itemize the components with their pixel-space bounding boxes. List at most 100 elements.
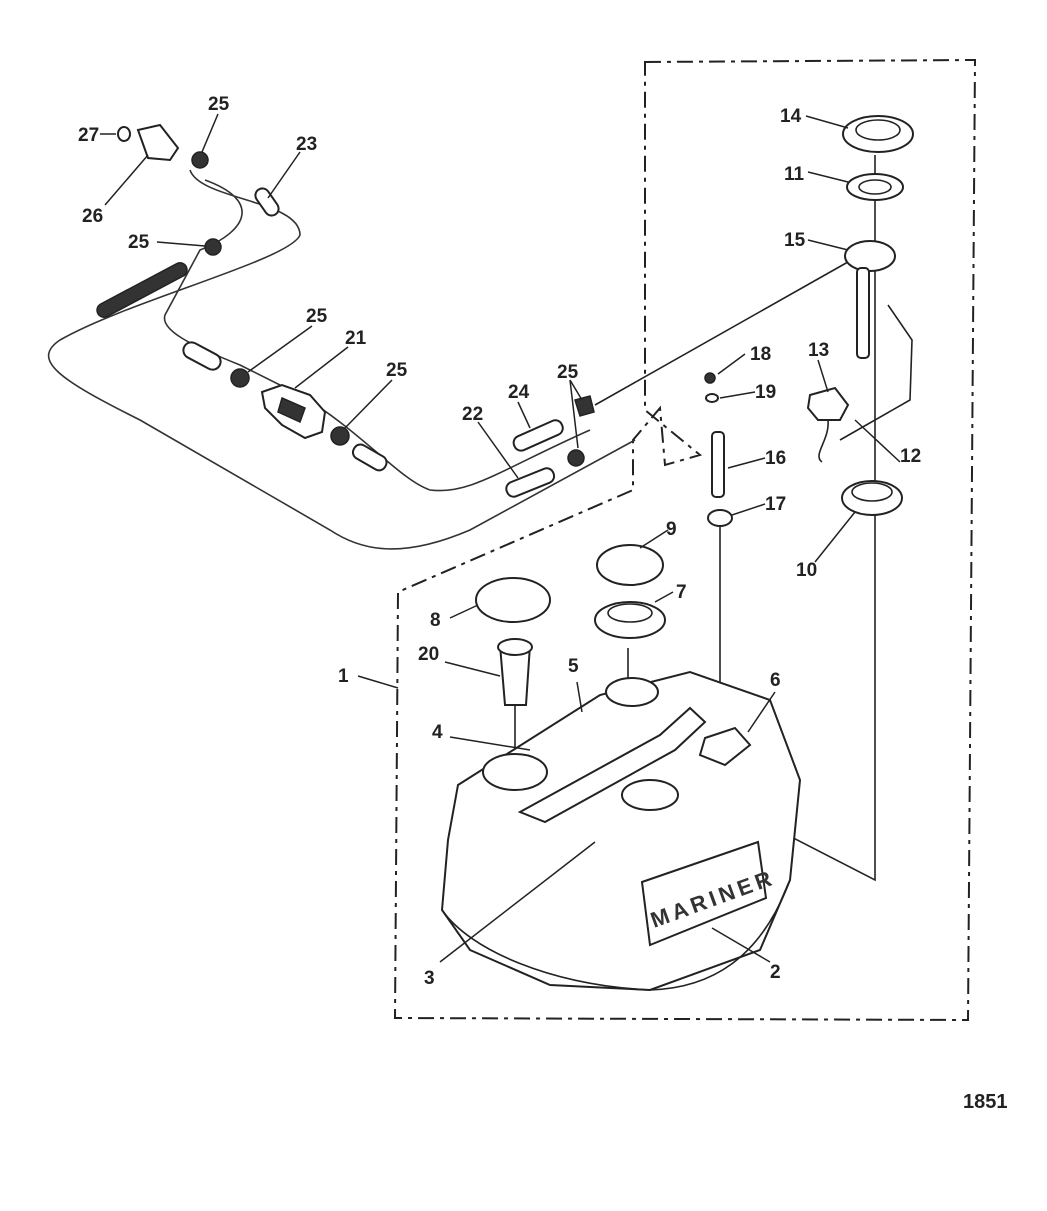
figure-number: 1851 — [963, 1091, 1008, 1113]
gauge-rod-16 — [711, 431, 725, 498]
leader-25-top — [201, 113, 219, 153]
callout-25-lower: 25 — [386, 360, 408, 381]
hose-segment-22 — [505, 467, 556, 498]
callout-19: 19 — [755, 382, 776, 403]
leader-13 — [817, 359, 829, 393]
callout-6: 6 — [770, 670, 781, 691]
pickup-assembly-15 — [844, 240, 896, 272]
leader-25-right — [569, 379, 583, 449]
callout-27: 27 — [78, 125, 99, 146]
tank-base-edge — [441, 879, 791, 991]
fuel-line-outer — [47, 169, 636, 550]
callout-8: 8 — [430, 610, 441, 631]
tank-opening-pickup — [621, 779, 679, 811]
filter-20-rim — [497, 638, 533, 656]
hose-segment-a — [96, 262, 188, 318]
callout-14: 14 — [780, 106, 802, 127]
connector-26 — [136, 123, 180, 162]
adapter-7 — [594, 601, 666, 639]
leader-10 — [814, 511, 856, 563]
leader-6 — [747, 691, 776, 733]
leader-5 — [576, 681, 583, 713]
callout-12: 12 — [900, 446, 921, 467]
clamp-25-middle — [230, 368, 250, 388]
primer-bulb-band — [277, 396, 306, 424]
callout-20: 20 — [418, 644, 439, 665]
leader-25-upper — [156, 241, 206, 247]
callout-24: 24 — [508, 382, 530, 403]
callout-22: 22 — [462, 404, 483, 425]
callout-25-right: 25 — [557, 362, 579, 383]
callout-25-top: 25 — [208, 94, 230, 115]
gasket-17 — [707, 509, 733, 527]
leader-1 — [357, 675, 399, 689]
float-13 — [806, 386, 850, 421]
float-arm — [818, 419, 829, 463]
callout-21: 21 — [345, 328, 367, 349]
pickup-tube-15 — [856, 267, 870, 359]
callout-17: 17 — [765, 494, 786, 515]
tank-opening-vent — [605, 677, 659, 707]
callout-11: 11 — [784, 164, 805, 185]
clamp-25-top — [191, 151, 209, 169]
tank-opening-filler — [482, 753, 548, 791]
gauge-plate-6 — [698, 726, 752, 767]
leader-9 — [639, 529, 669, 549]
guide-line-float — [839, 304, 913, 441]
pickup-line — [594, 257, 856, 406]
leader-16 — [727, 457, 766, 469]
clamp-25-right-b — [567, 449, 585, 467]
callout-7: 7 — [676, 582, 687, 603]
leader-8 — [449, 604, 479, 619]
ring-nut-10 — [841, 480, 903, 516]
callout-13: 13 — [808, 340, 829, 361]
leader-24 — [517, 401, 531, 429]
leader-20 — [444, 661, 501, 677]
leader-23 — [267, 151, 301, 199]
leader-12 — [854, 419, 901, 463]
o-ring-27 — [117, 126, 131, 142]
leader-25-middle — [247, 325, 313, 373]
callout-1: 1 — [338, 666, 349, 687]
leader-4 — [449, 736, 531, 751]
leader-2 — [711, 927, 771, 963]
callout-25-middle: 25 — [306, 306, 328, 327]
callout-18: 18 — [750, 344, 771, 365]
adapter-7-inner — [607, 603, 653, 623]
decal-2 — [640, 840, 768, 947]
clamp-25-upper — [204, 238, 222, 256]
leader-25-lower — [344, 379, 393, 429]
leader-22 — [477, 421, 519, 479]
leader-17 — [731, 503, 766, 516]
callout-23: 23 — [296, 134, 317, 155]
clamp-25-lower — [330, 426, 350, 446]
leader-21 — [294, 346, 349, 389]
pickup-cap-14 — [842, 115, 914, 153]
assembly-boundary — [393, 58, 977, 1022]
hose-segment-23 — [254, 187, 280, 217]
callout-16: 16 — [765, 448, 786, 469]
leader-14 — [805, 115, 849, 129]
ring-nut-10-inner — [851, 482, 893, 502]
gasket-11-inner — [858, 179, 892, 195]
leader-15 — [807, 239, 849, 251]
callout-5: 5 — [568, 656, 579, 677]
leader-7 — [654, 591, 674, 603]
pickup-cap-14-inner — [855, 119, 901, 141]
leader-19 — [719, 391, 756, 399]
hose-segment-c — [351, 443, 388, 472]
screw-18 — [704, 372, 716, 384]
callout-10: 10 — [796, 560, 817, 581]
callout-2: 2 — [770, 962, 781, 983]
leader-26 — [104, 154, 149, 206]
filler-cap-8 — [475, 577, 551, 623]
hose-segment-b — [182, 341, 222, 371]
callout-3: 3 — [424, 968, 435, 989]
vent-cap-9 — [596, 544, 664, 586]
hose-segment-24 — [512, 419, 564, 452]
callout-9: 9 — [666, 519, 677, 540]
callout-25-upper: 25 — [128, 232, 150, 253]
callout-15: 15 — [784, 230, 806, 251]
